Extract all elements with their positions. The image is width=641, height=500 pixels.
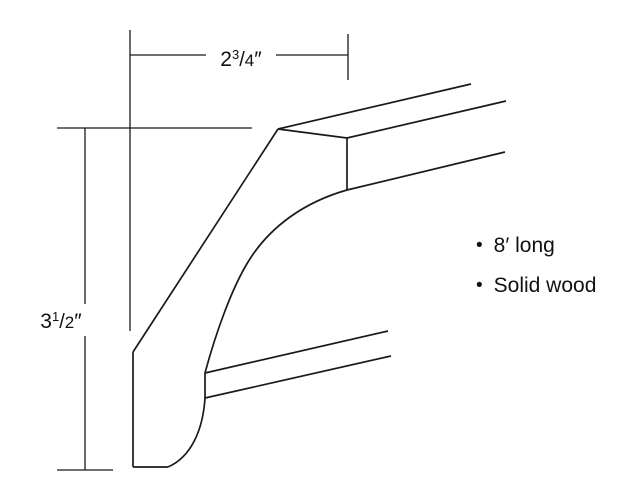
molding-top-front-length-edge (346, 100, 507, 139)
width-slash: / (239, 49, 245, 71)
height-numerator: 1 (51, 309, 60, 324)
height-slash: / (59, 311, 65, 333)
molding-lower-bottom-length-edge (204, 355, 392, 399)
note-item-material: • Solid wood (476, 272, 596, 300)
dimension-lines (57, 30, 349, 471)
height-unit: ″ (74, 310, 82, 333)
width-dimension-label: 23/4″ (206, 42, 276, 74)
molding-cove-curve (167, 397, 206, 468)
bullet-icon: • (476, 235, 483, 256)
bullet-icon: • (476, 275, 483, 296)
width-whole: 2 (220, 48, 232, 71)
molding-lower-top-length-edge (204, 330, 389, 374)
molding-top-edge (277, 128, 348, 139)
width-denominator: 4 (244, 51, 255, 70)
molding-slope-back-edge (132, 128, 279, 353)
notes-list: • 8′ long • Solid wood (476, 232, 596, 300)
height-whole: 3 (40, 310, 52, 333)
height-dimension-label: 31/2″ (30, 304, 92, 336)
note-item-length: • 8′ long (476, 232, 596, 260)
height-denominator: 2 (64, 313, 75, 332)
molding-fascia-bottom-length-edge (346, 151, 506, 191)
note-label-material: Solid wood (493, 274, 597, 297)
molding-profile (132, 83, 507, 468)
note-label-length: 8′ long (493, 234, 555, 257)
width-unit: ″ (254, 48, 262, 71)
width-numerator: 3 (231, 47, 240, 62)
molding-top-back-length-edge (277, 83, 472, 130)
molding-ogee-curve (204, 189, 348, 374)
